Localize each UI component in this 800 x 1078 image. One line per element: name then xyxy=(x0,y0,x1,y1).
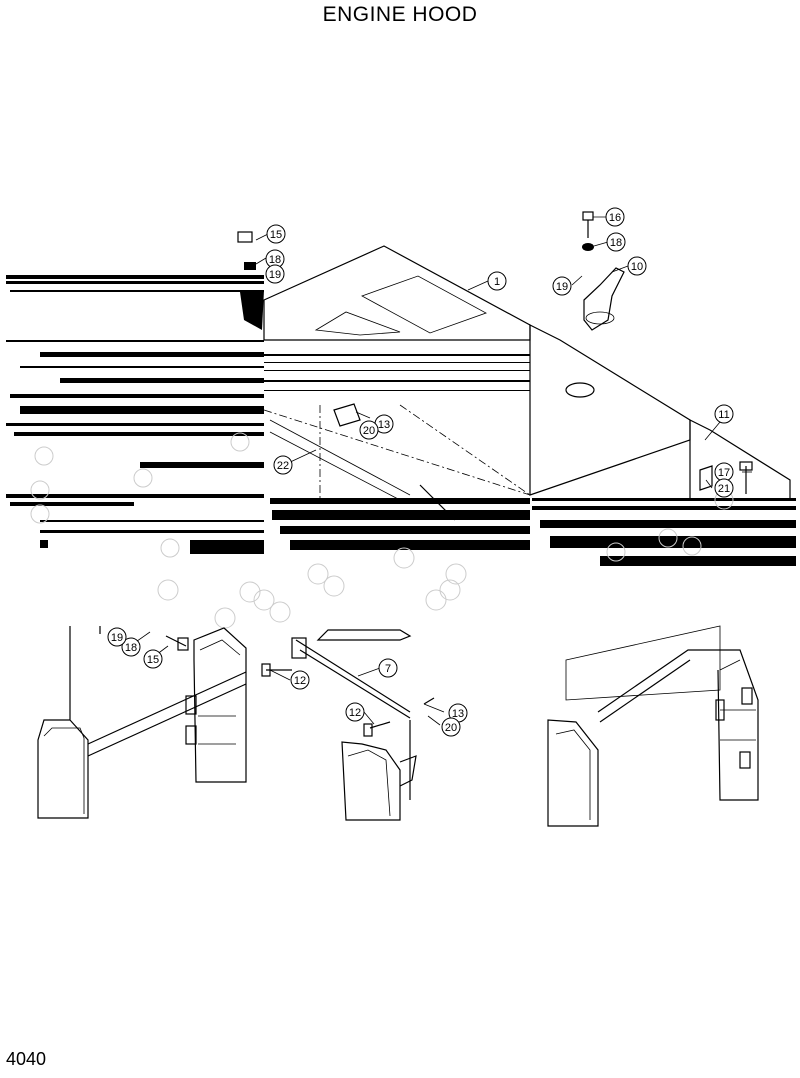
svg-text:18: 18 xyxy=(125,642,137,654)
svg-text:20: 20 xyxy=(445,722,457,734)
diagram-title: ENGINE HOOD xyxy=(322,3,478,26)
callout-19-top-right: 19 xyxy=(552,276,572,296)
svg-text:12: 12 xyxy=(349,707,361,719)
callout-19-top-left: 19 xyxy=(265,264,285,284)
callout-15-top: 15 xyxy=(266,224,286,244)
callout-13-rod: 13 xyxy=(448,703,468,723)
svg-text:22: 22 xyxy=(277,460,289,472)
page-number: 4040 xyxy=(6,1049,47,1069)
callouts: 1 7 10 11 12 12 13 13 15 15 16 17 18 18 … xyxy=(107,207,734,737)
svg-text:19: 19 xyxy=(269,269,281,281)
callout-19-bottom: 19 xyxy=(107,627,127,647)
callout-15-bottom: 15 xyxy=(143,649,163,669)
callout-17: 17 xyxy=(714,462,734,482)
callout-11: 11 xyxy=(714,404,734,424)
callout-10: 10 xyxy=(627,256,647,276)
hood-right-section xyxy=(529,211,796,566)
callout-13-hood: 13 xyxy=(374,414,394,434)
svg-text:19: 19 xyxy=(556,281,568,293)
svg-text:13: 13 xyxy=(452,708,464,720)
lower-left-frame xyxy=(37,626,247,819)
svg-text:15: 15 xyxy=(147,654,159,666)
svg-text:17: 17 xyxy=(718,467,730,479)
svg-text:18: 18 xyxy=(269,254,281,266)
leader-lines xyxy=(129,216,752,726)
svg-text:15: 15 xyxy=(270,229,282,241)
svg-text:18: 18 xyxy=(610,237,622,249)
hood-panel xyxy=(263,245,531,550)
upper-left-panel xyxy=(6,231,264,554)
lower-right-frame xyxy=(547,625,759,827)
svg-text:19: 19 xyxy=(111,632,123,644)
ghost-circles xyxy=(30,432,734,629)
callout-1: 1 xyxy=(487,271,507,291)
callout-16: 16 xyxy=(605,207,625,227)
svg-text:21: 21 xyxy=(718,483,730,495)
svg-text:16: 16 xyxy=(609,212,621,224)
lower-middle-frame xyxy=(261,629,435,821)
svg-text:12: 12 xyxy=(294,675,306,687)
callout-20-hood: 20 xyxy=(359,420,379,440)
svg-text:11: 11 xyxy=(718,409,729,421)
callout-21: 21 xyxy=(714,478,734,498)
callout-12-lower: 12 xyxy=(345,702,365,722)
callout-18-bottom: 18 xyxy=(121,637,141,657)
svg-text:7: 7 xyxy=(385,663,391,675)
svg-text:20: 20 xyxy=(363,425,375,437)
svg-text:1: 1 xyxy=(494,276,500,288)
callout-7: 7 xyxy=(378,658,398,678)
callout-12-left: 12 xyxy=(290,670,310,690)
svg-text:10: 10 xyxy=(631,261,643,273)
callout-22: 22 xyxy=(273,455,293,475)
callout-20-rod: 20 xyxy=(441,717,461,737)
svg-text:13: 13 xyxy=(378,419,390,431)
callout-18-top-right: 18 xyxy=(606,232,626,252)
